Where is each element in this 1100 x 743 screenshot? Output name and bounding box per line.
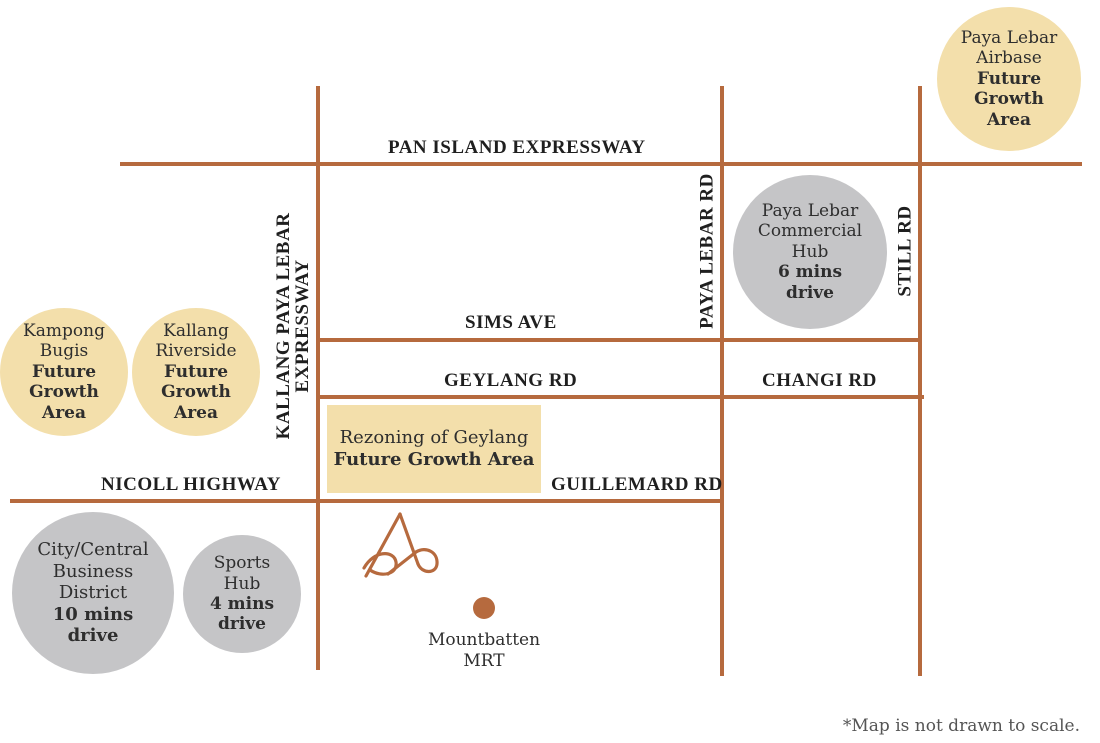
sports-hub-circle: Sports Hub 4 mins drive — [183, 535, 301, 653]
label-guillemard-rd: GUILLEMARD RD — [551, 474, 723, 495]
mountbatten-mrt-marker — [473, 597, 495, 619]
city-cbd-circle: City/Central Business District 10 mins d… — [12, 512, 174, 674]
label-kallang-paya-lebar-expressway: KALLANG PAYA LEBAR EXPRESSWAY — [273, 212, 313, 440]
label-still-rd: STILL RD — [894, 205, 916, 297]
paya-lebar-airbase-circle: Paya Lebar Airbase Future Growth Area — [937, 7, 1081, 151]
label-changi-rd: CHANGI RD — [762, 370, 877, 391]
road-still-rd — [918, 86, 922, 676]
mountbatten-mrt-label: Mountbatten MRT — [427, 630, 541, 672]
label-sims-ave: SIMS AVE — [465, 312, 557, 333]
kampong-bugis-circle: Kampong Bugis Future Growth Area — [0, 308, 128, 436]
road-pan-island-expressway — [120, 162, 1082, 166]
rezoning-geylang-box: Rezoning of Geylang Future Growth Area — [327, 405, 541, 493]
label-paya-lebar-rd: PAYA LEBAR RD — [696, 173, 718, 329]
label-pan-island-expressway: PAN ISLAND EXPRESSWAY — [388, 137, 646, 158]
development-logo-icon — [362, 512, 439, 578]
kallang-riverside-circle: Kallang Riverside Future Growth Area — [132, 308, 260, 436]
road-kallang-paya-lebar-expressway — [316, 86, 320, 670]
label-nicoll-highway: NICOLL HIGHWAY — [101, 474, 281, 495]
road-paya-lebar-rd — [720, 86, 724, 676]
road-sims-ave — [316, 338, 922, 342]
paya-lebar-commercial-hub-circle: Paya Lebar Commercial Hub 6 mins drive — [733, 175, 887, 329]
road-nicoll-guillemard — [10, 499, 724, 503]
road-geylang-changi — [316, 395, 924, 399]
label-geylang-rd: GEYLANG RD — [444, 370, 578, 391]
scale-footnote: *Map is not drawn to scale. — [842, 716, 1080, 736]
